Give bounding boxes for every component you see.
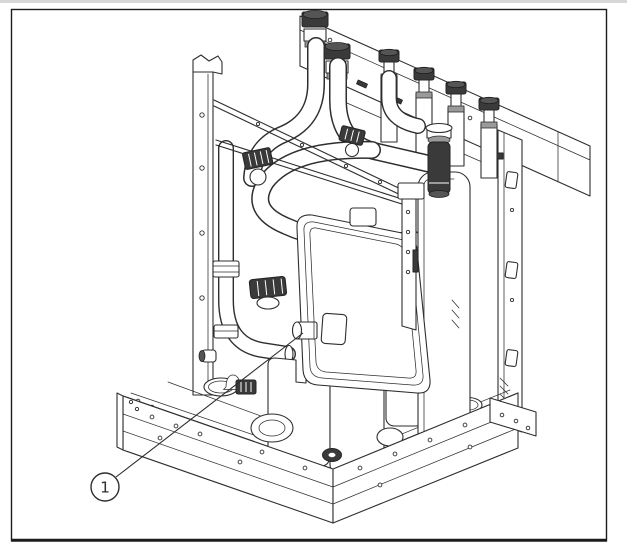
connector-stub: [291, 321, 318, 340]
retaining-clip: [504, 171, 519, 190]
callout-1-label: 1: [100, 479, 110, 497]
union-nut-4: [413, 66, 435, 99]
retaining-clip: [504, 349, 519, 368]
union-nut-1: [301, 10, 329, 48]
valve-body: [256, 296, 280, 310]
wall-slot-mark: [356, 79, 368, 89]
inline-filter: [425, 122, 453, 198]
strut-head: [397, 182, 425, 200]
post-top-hook: [192, 54, 223, 75]
valve-actuator-upper-mid: [338, 125, 366, 146]
scan-edge-strip: [0, 0, 627, 3]
callout-leader-line: [115, 332, 304, 478]
pipe-clamp: [349, 207, 377, 227]
valve-body: [249, 168, 267, 186]
right-frame-post: [494, 129, 523, 433]
pipe-coupling-nut: [212, 260, 240, 278]
valve-actuator-base: [235, 379, 257, 395]
union-nut-6: [478, 96, 500, 129]
pump-knob-center: [328, 452, 336, 458]
pipe-body: [480, 123, 498, 179]
mounting-strut: [349, 182, 425, 331]
callout-1-circle: [90, 472, 120, 502]
base-frame-front: [116, 392, 537, 524]
shell-gap-shadow: [412, 249, 419, 273]
base-right-foot-plate: [489, 397, 537, 437]
front-insulation-shell: [291, 214, 431, 394]
pump-volute: [250, 413, 294, 443]
base-frame-right-face: [332, 392, 519, 524]
shell-boss: [320, 312, 348, 346]
base-left-end-cap: [116, 392, 124, 451]
valve-body: [344, 142, 360, 158]
drain-stub: [198, 349, 217, 363]
valve-actuator-lower: [248, 275, 288, 300]
retaining-clip: [504, 261, 519, 280]
union-nut-5: [445, 80, 467, 113]
valve-actuator-upper-left: [242, 147, 274, 170]
pipe-coupling-nut: [213, 324, 239, 339]
